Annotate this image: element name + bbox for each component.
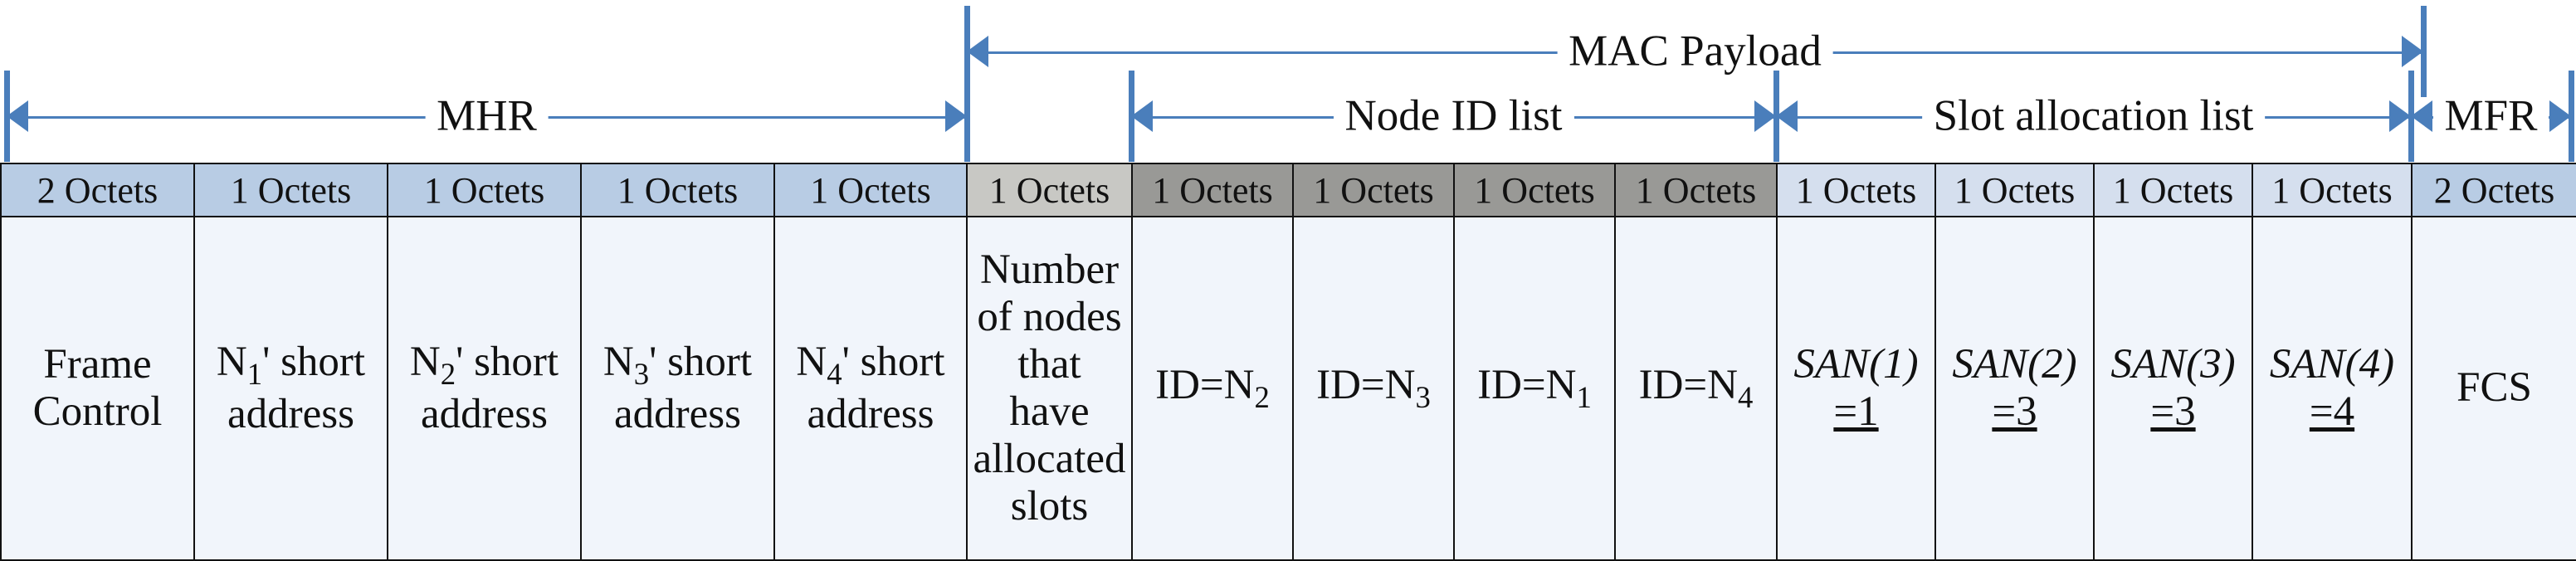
size-cell-12: 1 Octets [2093, 163, 2253, 217]
bracket-tick-mac-payload-end [2421, 6, 2427, 97]
field-cell-9: ID=N4 [1614, 216, 1778, 561]
field-cell-7: ID=N3 [1292, 216, 1455, 561]
size-cell-6: 1 Octets [1131, 163, 1294, 217]
size-cell-5: 1 Octets [966, 163, 1133, 217]
field-cell-14: FCS [2411, 216, 2576, 561]
arrow-left-mhr-icon [7, 100, 28, 132]
size-cell-2: 1 Octets [387, 163, 582, 217]
bracket-tick-mhr-end [964, 71, 970, 162]
size-cell-10: 1 Octets [1776, 163, 1936, 217]
size-cell-8: 1 Octets [1453, 163, 1616, 217]
field-cell-11: SAN(2)=3 [1934, 216, 2095, 561]
arrow-right-node-id-list-icon [1754, 100, 1776, 132]
arrow-left-slot-alloc-list-icon [1776, 100, 1798, 132]
arrow-right-mac-payload-icon [2402, 36, 2423, 67]
arrow-left-mac-payload-icon [967, 36, 988, 67]
size-cell-9: 1 Octets [1614, 163, 1778, 217]
field-cell-12: SAN(3)=3 [2093, 216, 2253, 561]
size-cell-7: 1 Octets [1292, 163, 1455, 217]
bracket-label-slot-alloc-list: Slot allocation list [1921, 94, 2266, 139]
arrow-right-mfr-icon [2549, 100, 2571, 132]
arrow-right-slot-alloc-list-icon [2389, 100, 2411, 132]
size-cell-3: 1 Octets [580, 163, 775, 217]
bracket-tick-mfr-end [2569, 71, 2574, 162]
arrow-right-mhr-icon [945, 100, 967, 132]
field-cell-8: ID=N1 [1453, 216, 1616, 561]
arrow-left-node-id-list-icon [1131, 100, 1153, 132]
bracket-label-mac-payload: MAC Payload [1557, 29, 1833, 74]
bracket-label-mfr: MFR [2432, 94, 2549, 139]
arrow-left-mfr-icon [2411, 100, 2432, 132]
size-cell-0: 2 Octets [0, 163, 195, 217]
size-cell-1: 1 Octets [193, 163, 388, 217]
size-cell-4: 1 Octets [773, 163, 968, 217]
bracket-label-node-id-list: Node ID list [1333, 94, 1574, 139]
field-cell-6: ID=N2 [1131, 216, 1294, 561]
size-cell-13: 1 Octets [2252, 163, 2413, 217]
size-cell-11: 1 Octets [1934, 163, 2095, 217]
size-cell-14: 2 Octets [2411, 163, 2576, 217]
field-cell-13: SAN(4)=4 [2252, 216, 2413, 561]
bracket-label-mhr: MHR [425, 94, 549, 139]
field-cell-10: SAN(1)=1 [1776, 216, 1936, 561]
